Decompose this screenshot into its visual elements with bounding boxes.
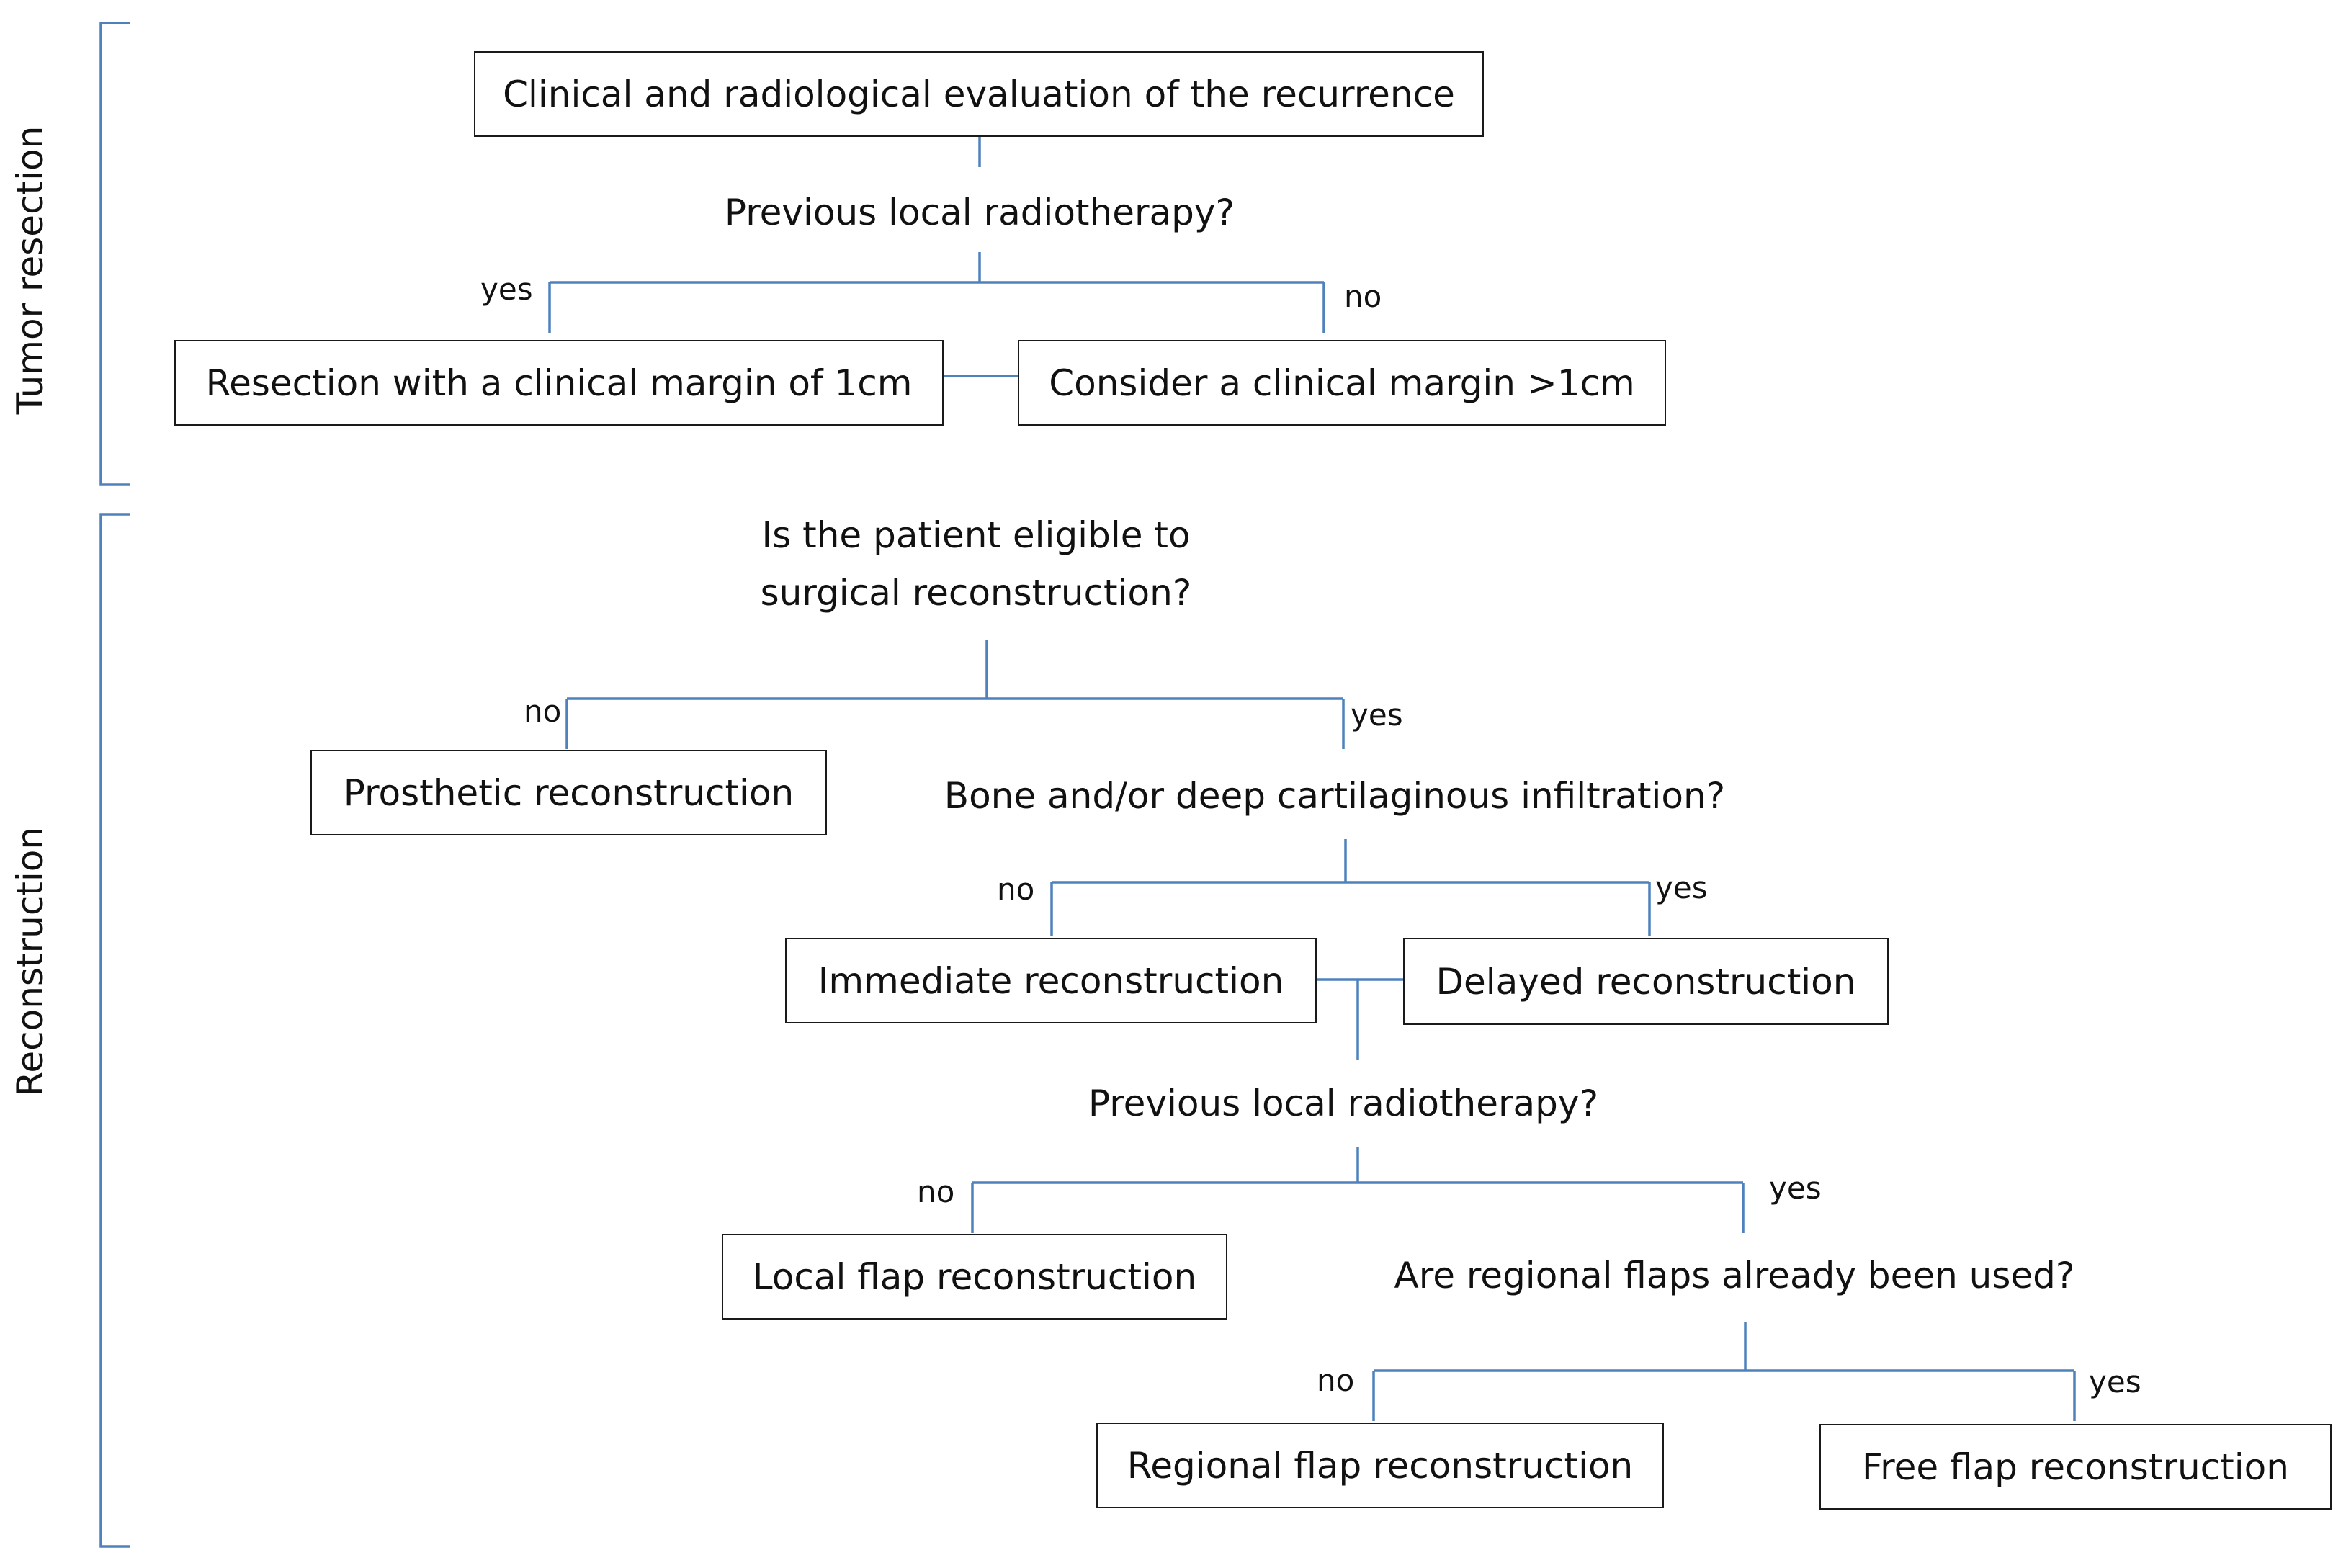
branch-label-yes: yes: [1769, 1170, 1822, 1206]
box-immediate-reconstruction: Immediate reconstruction: [785, 938, 1317, 1023]
question-bone-infiltration: Bone and/or deep cartilaginous infiltrat…: [944, 775, 1726, 817]
question-eligible-line1: Is the patient eligible to: [761, 514, 1191, 556]
connector-merge: [1317, 978, 1403, 1060]
branch-label-yes: yes: [480, 272, 533, 307]
branch-label-no: no: [524, 694, 562, 729]
box-clinical-evaluation: Clinical and radiological evaluation of …: [474, 51, 1484, 137]
question-previous-radiotherapy-2: Previous local radiotherapy?: [1088, 1083, 1599, 1124]
branch-label-yes: yes: [1655, 870, 1708, 905]
question-previous-radiotherapy-1: Previous local radiotherapy?: [724, 192, 1235, 233]
box-local-flap-reconstruction: Local flap reconstruction: [722, 1234, 1227, 1320]
box-resection-1cm: Resection with a clinical margin of 1cm: [174, 340, 944, 426]
connector-radio2-branch: [971, 1147, 1745, 1233]
box-free-flap-reconstruction: Free flap reconstruction: [1819, 1424, 2332, 1510]
branch-label-no: no: [1344, 279, 1382, 314]
branch-label-yes: yes: [1351, 697, 1403, 733]
connector-q1-branch: [548, 252, 1325, 333]
branch-label-no: no: [917, 1174, 955, 1209]
box-regional-flap-reconstruction: Regional flap reconstruction: [1096, 1423, 1664, 1508]
branch-label-no: no: [997, 872, 1035, 907]
box-delayed-reconstruction: Delayed reconstruction: [1403, 938, 1889, 1025]
connector-bone-branch: [1050, 839, 1651, 936]
box-margin-gt-1cm: Consider a clinical margin >1cm: [1018, 340, 1666, 426]
connector-eligible-branch: [565, 640, 1345, 749]
tumor-resection-bracket: [99, 22, 130, 486]
connector-regional-branch: [1372, 1322, 2076, 1421]
section-label-reconstruction: Reconstruction: [9, 826, 51, 1097]
box-prosthetic-reconstruction: Prosthetic reconstruction: [310, 750, 827, 835]
branch-label-yes: yes: [2089, 1364, 2141, 1399]
reconstruction-bracket: [99, 513, 130, 1548]
question-regional-flaps: Are regional flaps already been used?: [1394, 1255, 2075, 1296]
branch-label-no: no: [1317, 1363, 1355, 1398]
question-eligible-line2: surgical reconstruction?: [760, 572, 1192, 614]
section-label-tumor-resection: Tumor resection: [9, 125, 51, 415]
